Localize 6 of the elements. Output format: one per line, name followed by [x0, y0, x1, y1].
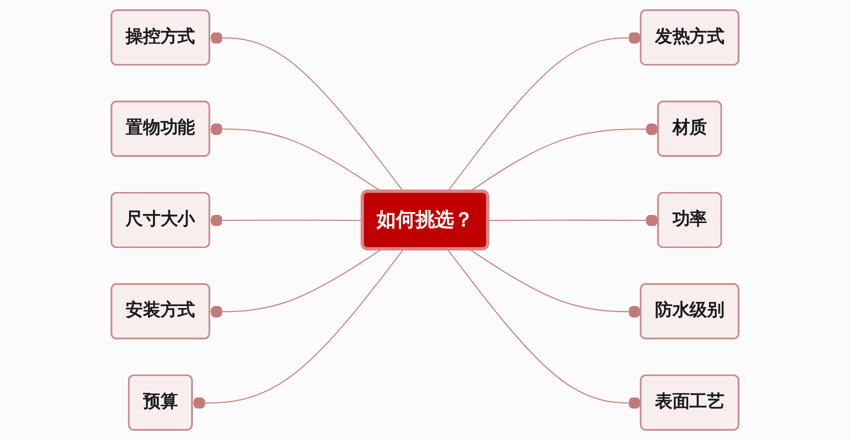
connector — [488, 214, 659, 227]
connector — [469, 248, 642, 318]
connector — [210, 214, 363, 227]
connector — [192, 249, 404, 410]
connector — [210, 248, 382, 318]
connector — [447, 249, 642, 410]
